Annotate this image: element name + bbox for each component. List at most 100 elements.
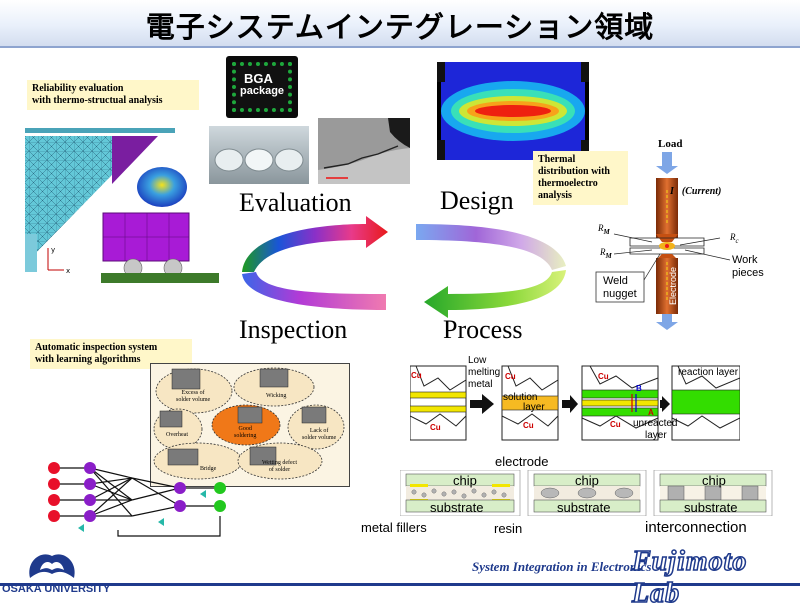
defect-wicking-label: Wicking xyxy=(266,393,287,399)
note-thermal-line2: distribution with xyxy=(538,166,610,177)
cycle-label-evaluation: Evaluation xyxy=(239,188,352,217)
rm-label-top: RM xyxy=(598,223,610,236)
cycle-label-process: Process xyxy=(443,315,523,344)
load-arrow-bottom xyxy=(656,314,678,330)
bga-package-photo: BGA package xyxy=(226,56,298,118)
current-symbol: I xyxy=(670,186,674,197)
low-melt-layer-top xyxy=(410,391,467,399)
chip-label-2: chip xyxy=(575,473,599,488)
note-thermal-line1: Thermal xyxy=(538,154,576,165)
lower-electrode xyxy=(656,258,678,314)
conductive-paste-panel xyxy=(527,470,647,516)
footer-tagline: System Integration in Electronics xyxy=(472,559,652,574)
cu-label-1: Cu xyxy=(411,371,422,380)
page-title: 電子システムインテグレーション領域 xyxy=(145,10,655,44)
load-arrow-top xyxy=(656,152,678,174)
reaction-layer-label: reaction layer xyxy=(678,367,739,378)
solution-layer xyxy=(501,395,559,411)
title-bar xyxy=(0,0,800,48)
lab-logo-text: Fujimoto Lab xyxy=(631,545,748,610)
metal-fillers-label: metal fillers xyxy=(361,520,427,535)
defect-ellipses xyxy=(153,367,345,480)
stress-ball xyxy=(137,167,187,207)
note-inspection-line2: with learning algorithms xyxy=(35,354,141,365)
hidden-layer-nodes xyxy=(84,462,186,522)
solder-joint-photo xyxy=(209,126,309,184)
substrate-label-2: substrate xyxy=(557,500,611,515)
cycle-label-inspection: Inspection xyxy=(239,315,348,344)
load-label: Load xyxy=(658,138,683,150)
reaction-process-diagram xyxy=(410,365,740,441)
cycle-arc-inspection-evaluation xyxy=(242,272,386,310)
rc-label: Rc xyxy=(730,232,739,245)
axis-y-label: y xyxy=(51,246,55,254)
university-logo xyxy=(29,554,75,578)
substrate-green xyxy=(101,273,219,283)
cycle-arrow-process-inspection xyxy=(424,270,566,318)
thermal-map xyxy=(437,62,589,160)
fem-mesh-figure: y x xyxy=(25,128,175,275)
cu-label-3: Cu xyxy=(505,372,516,381)
cycle-arrow-evaluation-design xyxy=(242,216,388,272)
direct-interconnection-panel xyxy=(653,470,773,516)
note-thermal: Thermal distribution with thermoelectro … xyxy=(533,151,628,205)
substrate-label-3: substrate xyxy=(684,500,738,515)
cu-label-6: Cu xyxy=(610,420,621,429)
cycle-arc-design-process xyxy=(416,224,566,270)
b-marker: B xyxy=(636,384,642,393)
chip-label-1: chip xyxy=(453,473,477,488)
crack-cross-section-photo xyxy=(318,118,410,184)
substrate-label-1: substrate xyxy=(430,500,484,515)
note-inspection-line1: Automatic inspection system xyxy=(35,342,158,353)
fem-axis-indicator xyxy=(47,248,64,271)
process-arrow-1 xyxy=(470,394,494,414)
fem-purple-block xyxy=(112,136,158,184)
rm-label-bottom: RM xyxy=(600,247,612,260)
low-melt-layer-bottom xyxy=(410,405,467,413)
input-layer-nodes xyxy=(48,462,60,522)
note-reliability-line2: with thermo-structual analysis xyxy=(32,95,163,106)
cu-label-2: Cu xyxy=(430,423,441,432)
fem-top-strip xyxy=(25,128,175,133)
defect-bridge-label: Bridge xyxy=(200,466,217,472)
output-layer-nodes xyxy=(214,482,226,512)
neural-network-diagram xyxy=(48,462,226,537)
reaction-layer xyxy=(671,389,740,415)
electrode-vertical-label: Electrode xyxy=(668,266,678,305)
interconnection-cross-sections xyxy=(400,470,773,516)
current-label: I (Current) xyxy=(670,186,721,197)
process-cycle-diagram xyxy=(242,216,566,318)
footer-line xyxy=(0,583,800,586)
cu-label-5: Cu xyxy=(598,372,609,381)
resin-label: resin xyxy=(494,521,523,536)
a-marker: A xyxy=(648,408,654,417)
bga-label: BGA xyxy=(244,71,273,86)
anisotropic-conductive-panel xyxy=(400,470,521,516)
bga-package-label: package xyxy=(240,85,285,97)
university-name: OSAKA UNIVERSITY xyxy=(2,583,111,595)
solder-ball-simulation xyxy=(101,167,219,283)
cu-label-4: Cu xyxy=(523,421,534,430)
resistance-welding-diagram xyxy=(595,152,731,330)
process-arrow-2 xyxy=(562,395,578,413)
note-thermal-line4: analysis xyxy=(538,190,572,201)
note-reliability: Reliability evaluation with thermo-struc… xyxy=(27,80,199,110)
interconnection-label: interconnection xyxy=(645,519,747,536)
good-soldering-ellipse xyxy=(211,404,281,446)
axis-x-label: x xyxy=(66,267,70,275)
current-text: (Current) xyxy=(681,186,722,197)
cycle-label-design: Design xyxy=(440,186,514,215)
defect-overheat-label: Overheat xyxy=(166,432,188,438)
chip-label-3: chip xyxy=(702,473,726,488)
note-reliability-line1: Reliability evaluation xyxy=(32,83,124,94)
note-thermal-line3: thermoelectro xyxy=(538,178,598,189)
